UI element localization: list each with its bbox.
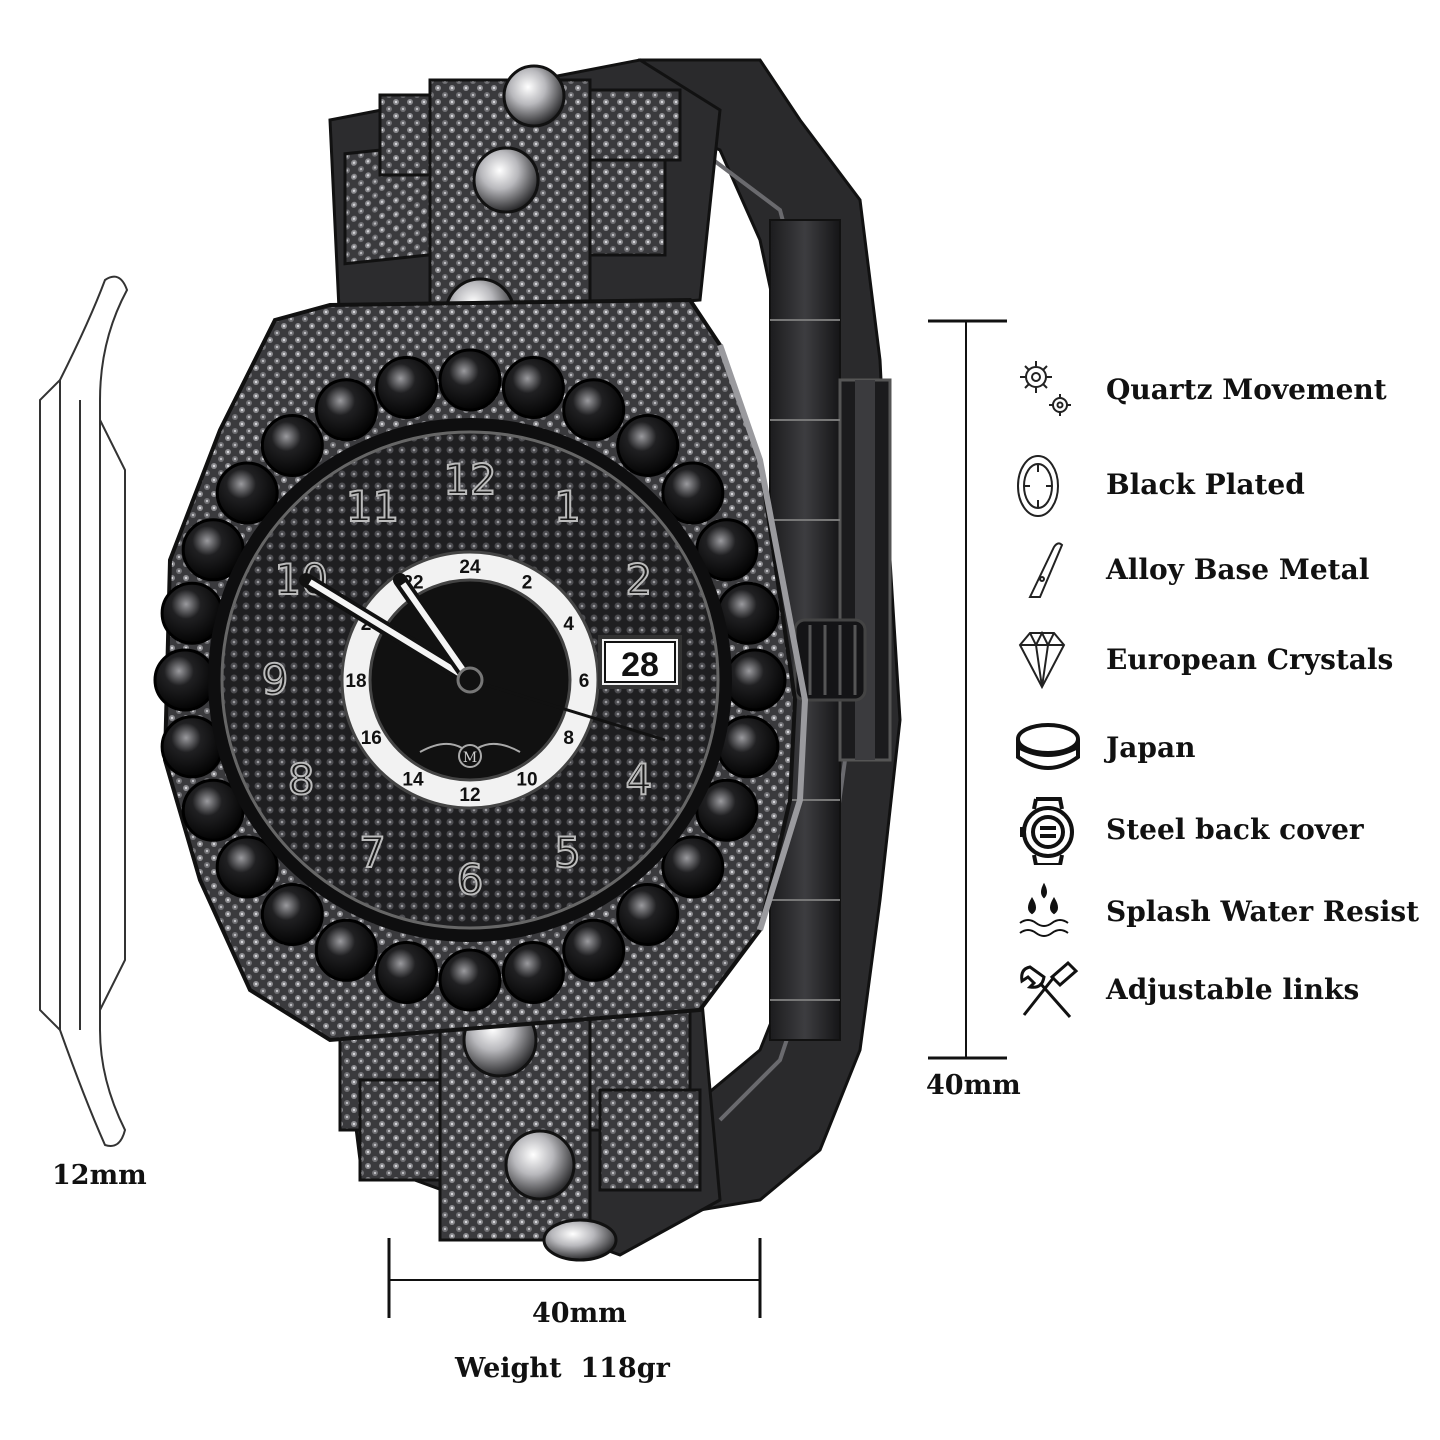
ring-number: 12 <box>459 785 480 806</box>
watch-hands <box>299 573 666 742</box>
hour-numeral: 9 <box>262 655 289 704</box>
thickness-label: 12mm <box>52 1160 147 1191</box>
battery-cell-icon <box>1010 713 1084 783</box>
logo-letter: M <box>463 750 477 766</box>
rear-bracelet <box>638 58 902 1212</box>
feature-item: Alloy Base Metal <box>1010 535 1430 605</box>
bezel-crystal <box>375 941 439 1004</box>
bezel-crystal <box>616 883 680 946</box>
diamond-icon <box>1010 625 1084 695</box>
feature-label: Japan <box>1106 731 1196 764</box>
ring-number: 18 <box>345 671 366 692</box>
front-bracelet-top <box>328 58 722 349</box>
width-dimension-line <box>387 1238 762 1318</box>
plated-disc-icon <box>1010 450 1084 520</box>
bezel-crystal <box>661 461 725 525</box>
feature-item: Black Plated <box>1010 450 1430 520</box>
bezel-crystal <box>153 648 217 712</box>
bezel-crystal <box>616 414 680 477</box>
gears-icon <box>1010 355 1084 425</box>
hour-numeral: 8 <box>288 755 315 804</box>
feature-item: Steel back cover <box>1010 795 1430 867</box>
bezel-crystal <box>501 356 565 419</box>
feature-label: European Crystals <box>1106 643 1394 676</box>
hour-numeral: 11 <box>346 482 399 531</box>
feature-item: Adjustable links <box>1010 955 1430 1025</box>
feature-label: Black Plated <box>1106 468 1305 501</box>
bezel-crystal <box>215 835 279 899</box>
ring-number: 24 <box>459 557 481 578</box>
bezel-crystal <box>562 378 626 442</box>
bezel-crystal <box>260 883 324 946</box>
wrench-screwdriver-icon <box>1010 955 1084 1025</box>
feature-label: Splash Water Resist <box>1106 895 1420 928</box>
hour-numeral: 5 <box>554 828 581 877</box>
hour-numeral: 6 <box>457 855 484 904</box>
bezel-crystal <box>562 918 626 982</box>
feature-item: Splash Water Resist <box>1010 877 1430 947</box>
feature-label: Adjustable links <box>1106 973 1360 1006</box>
ring-number: 2 <box>522 572 533 593</box>
date-value: 28 <box>621 646 659 684</box>
bezel-crystal <box>314 918 378 982</box>
bezel-crystal <box>661 835 725 899</box>
ring-number: 10 <box>516 770 537 791</box>
hour-numeral: 4 <box>626 755 653 804</box>
hour-numeral: 2 <box>626 555 653 604</box>
bezel-crystal <box>215 461 279 525</box>
feature-item: Japan <box>1010 713 1430 783</box>
ring-number: 4 <box>563 614 574 635</box>
feature-label: Steel back cover <box>1106 813 1364 846</box>
date-window: 28 <box>598 635 682 689</box>
alloy-bar-icon <box>1010 535 1084 605</box>
feature-label: Quartz Movement <box>1106 373 1387 406</box>
width-label: 40mm <box>532 1298 627 1329</box>
brand-logo: M <box>419 742 521 768</box>
weight-label: Weight 118gr <box>455 1353 670 1384</box>
ring-number: 6 <box>579 671 590 692</box>
ring-number: 8 <box>563 728 574 749</box>
height-label: 40mm <box>926 1070 1021 1101</box>
ring-number: 14 <box>402 770 424 791</box>
crown <box>793 618 867 702</box>
bezel-crystal <box>438 948 502 1012</box>
bezel-crystal <box>501 941 565 1004</box>
hour-numeral: 12 <box>443 455 496 504</box>
water-drops-icon <box>1010 877 1084 947</box>
gem-bezel <box>153 348 787 1012</box>
bezel-crystal <box>314 378 378 442</box>
hour-numeral: 7 <box>359 828 386 877</box>
ring-number: 16 <box>361 728 382 749</box>
watch-case-icon <box>1010 795 1084 867</box>
bezel-crystal <box>260 414 324 477</box>
feature-label: Alloy Base Metal <box>1106 553 1370 586</box>
hour-numeral: 1 <box>554 482 581 531</box>
bezel-crystal <box>438 348 502 412</box>
bezel-crystal <box>375 356 439 419</box>
case-profile-outline <box>39 275 129 1147</box>
height-dimension-line <box>928 319 1007 1060</box>
feature-item: European Crystals <box>1010 625 1430 695</box>
feature-item: Quartz Movement <box>1010 355 1430 425</box>
bezel-crystal <box>723 648 787 712</box>
